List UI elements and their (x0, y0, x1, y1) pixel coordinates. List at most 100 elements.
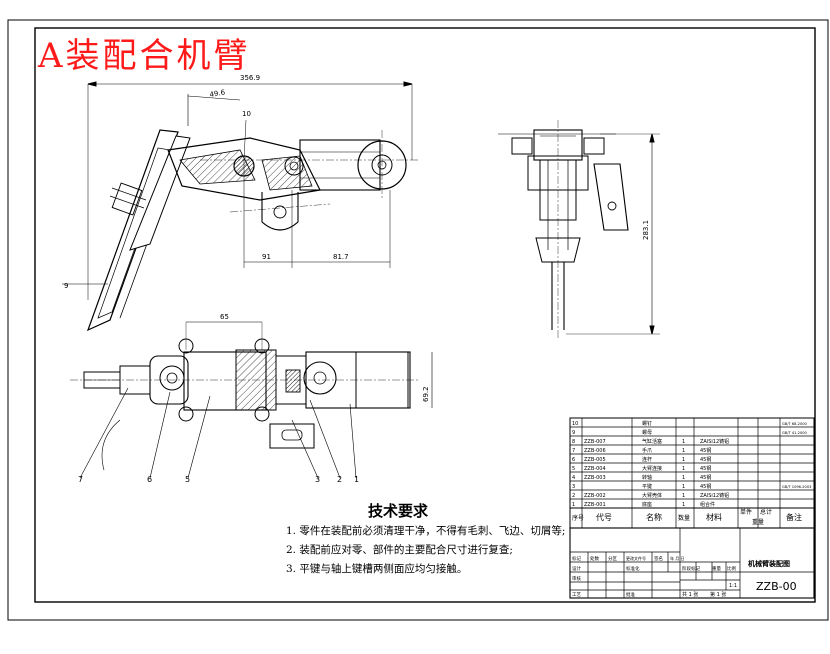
title-block (569, 527, 815, 599)
tb-count: 处数 (590, 555, 599, 562)
tb-sign: 签名 (654, 555, 663, 562)
bom-cell-no: 10 (572, 421, 578, 427)
tb-stage: 阶段标记 (682, 565, 700, 572)
bom-cell-name: 大臂连接 (642, 465, 662, 472)
bom-header: 序号 代号 名称 数量 材料 单件 总计 重量 备注 (572, 508, 802, 526)
bom-cell-no: 8 (572, 439, 575, 445)
tb-check: 审核 (572, 575, 581, 582)
bom-cell-name: 手爪 (642, 447, 652, 454)
tech-requirement-2: 2. 装配前应对零、部件的主要配合尺寸进行复查; (286, 544, 513, 556)
bom-cell-name: 底座 (642, 501, 652, 508)
bom-h-qty: 数量 (678, 514, 690, 522)
tb-drawing-name: 机械臂装配图 (748, 559, 790, 568)
tb-weight: 重量 (712, 565, 721, 572)
bom-cell-qty: 1 (682, 475, 685, 481)
tb-sheets: 共 1 张 (682, 591, 698, 598)
balloon-3: 3 (315, 475, 320, 484)
tb-process: 工艺 (572, 592, 581, 598)
tb-mark: 标记 (572, 555, 581, 562)
bom-cell-no: 9 (572, 430, 575, 436)
bom-cell-material: 45钢 (700, 483, 711, 490)
bom-h-no: 序号 (572, 514, 584, 522)
bom-cell-code: ZZB-004 (584, 466, 606, 472)
bom-cell-material: ZAlSi12铸铝 (700, 438, 729, 445)
tb-zone: 分区 (608, 555, 617, 562)
bom-cell-name: 平键 (642, 483, 652, 490)
bom-h-weight: 重量 (752, 518, 764, 526)
inner-border (34, 27, 816, 603)
front-view: 356.9 49.6 10 91 81.7 9 (62, 74, 420, 332)
bom-cell-material: ZAlSi12铸铝 (700, 492, 729, 499)
bom-cell-qty: 1 (682, 457, 685, 463)
title-block-text: 标记 处数 分区 更改文件号 签名 年 月 日 设计 标准化 审核 工艺 批准 … (572, 555, 797, 598)
bom-cell-no: 6 (572, 457, 575, 463)
part-balloons: 7 6 5 3 2 1 (78, 475, 359, 484)
dim-plan-width: 65 (220, 313, 229, 321)
dim-right-height: 283.1 (642, 220, 650, 240)
bom-cell-name: 连杆 (642, 456, 652, 463)
bom-h-note: 备注 (786, 512, 802, 522)
bom-cell-code: ZZB-001 (584, 502, 606, 508)
balloon-1: 1 (354, 475, 359, 484)
bom-cell-no: 7 (572, 448, 575, 454)
bom-cell-material: 45钢 (700, 465, 711, 472)
bom-cell-name: 螺母 (642, 429, 652, 436)
dim-bottom-left: 91 (262, 253, 271, 261)
tb-standard: 标准化 (626, 565, 640, 572)
bom-h-total: 总计 (760, 508, 772, 516)
bom-cell-code: ZZB-006 (584, 448, 606, 454)
tb-scale: 1:1 (729, 583, 737, 589)
tb-drawing-no: ZZB-00 (756, 580, 797, 593)
bom-cell-qty: 1 (682, 484, 685, 490)
bom-table (569, 417, 815, 529)
dim-top-span: 356.9 (240, 74, 260, 82)
side-view: 283.1 (498, 120, 660, 340)
bom-cell-note: GB/T 68-2000 (782, 422, 808, 426)
dim-side-length: 9 (64, 282, 68, 290)
bom-h-unit: 单件 (740, 508, 752, 516)
bom-cell-qty: 1 (682, 466, 685, 472)
bom-cell-name: 螺钉 (642, 420, 652, 427)
bom-cell-no: 1 (572, 502, 575, 508)
bom-cell-name: 气缸活塞 (642, 438, 662, 445)
tech-requirements-heading: 技术要求 (368, 502, 429, 520)
bom-cell-code: ZZB-003 (584, 475, 606, 481)
balloon-5: 5 (185, 475, 190, 484)
outer-border (7, 19, 829, 621)
bom-cell-qty: 1 (682, 502, 685, 508)
bom-cell-no: 5 (572, 466, 575, 472)
bom-h-code: 代号 (596, 512, 612, 522)
tb-approve: 批准 (626, 591, 635, 598)
bom-h-material: 材料 (706, 512, 722, 522)
bom-cell-code: ZZB-005 (584, 457, 606, 463)
plan-view: 65 69.2 (70, 313, 433, 479)
bom-cell-qty: 1 (682, 448, 685, 454)
balloon-7: 7 (78, 475, 83, 484)
bom-rows: 10 螺钉 GB/T 68-2000 9 螺母 GB/T 41-2000 8 ZZB-007 气… (572, 420, 811, 508)
bom-cell-qty: 1 (682, 493, 685, 499)
bom-cell-code: ZZB-002 (584, 493, 606, 499)
bom-cell-code: ZZB-007 (584, 439, 606, 445)
bom-cell-material: 组合件 (700, 501, 715, 508)
bom-cell-note: GB/T 1096-2003 (782, 485, 811, 489)
dim-angle: 49.6 (209, 88, 226, 99)
bom-cell-name: 转轴 (642, 474, 652, 481)
tb-design: 设计 (572, 565, 581, 572)
bom-cell-material: 45钢 (700, 456, 711, 463)
tb-ratio: 比例 (727, 565, 736, 572)
tb-sheet: 第 1 张 (710, 591, 726, 598)
balloon-2: 2 (337, 475, 342, 484)
bom-cell-note: GB/T 41-2000 (782, 431, 808, 435)
balloon-6: 6 (147, 475, 152, 484)
bom-cell-no: 4 (572, 475, 575, 481)
bom-cell-no: 3 (572, 484, 575, 490)
bom-cell-material: 45钢 (700, 447, 711, 454)
bom-cell-material: 45钢 (700, 474, 711, 481)
tech-requirement-1: 1. 零件在装配前必须清理干净，不得有毛刺、飞边、切屑等; (286, 525, 566, 537)
tech-requirement-3: 3. 平键与轴上键槽两侧面应均匀接触。 (286, 563, 468, 575)
bom-cell-qty: 1 (682, 439, 685, 445)
bom-h-name: 名称 (646, 512, 662, 522)
dim-small: 10 (242, 110, 251, 118)
drawing-title: A装配合机臂 (38, 36, 251, 76)
